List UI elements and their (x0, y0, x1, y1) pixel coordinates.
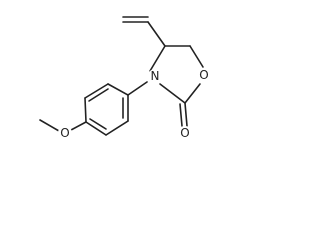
bond-ar4-inner (89, 118, 107, 130)
bond-c5-o1 (189, 45, 204, 68)
bond-o1-c2 (184, 83, 201, 104)
atom-carbonyl-o-label: O (180, 126, 189, 140)
atom-ether-o-bg (58, 126, 72, 140)
bond-ar-o-ether (70, 121, 87, 131)
bonds (39, 16, 204, 136)
atom-ring-o-label: O (199, 68, 208, 82)
atom-ring-o-bg (197, 68, 211, 82)
bond-ar2 (84, 83, 109, 99)
bond-o-methyl (39, 119, 60, 132)
bond-n-phenyl (127, 81, 148, 96)
bond-ar1 (107, 83, 129, 96)
bond-c2-n (159, 83, 186, 104)
atom-carbonyl-o-bg (178, 126, 192, 140)
bond-c4-vinyl (147, 21, 166, 47)
atom-n-label: N (151, 69, 160, 83)
structure-diagram: N O O O (39, 16, 211, 140)
bond-ar3 (84, 97, 87, 123)
bond-c2-o-carbonyl (184, 102, 188, 127)
atom-labels: N O O O (58, 68, 211, 140)
bond-c2-o-carbonyl-double (179, 103, 183, 127)
atom-n-bg (148, 69, 162, 83)
bond-ar2-inner (88, 88, 109, 102)
atom-ether-o-label: O (60, 126, 69, 140)
bond-ar5 (105, 120, 129, 136)
bond-n-c4 (149, 45, 166, 72)
bond-ar4 (85, 121, 107, 136)
